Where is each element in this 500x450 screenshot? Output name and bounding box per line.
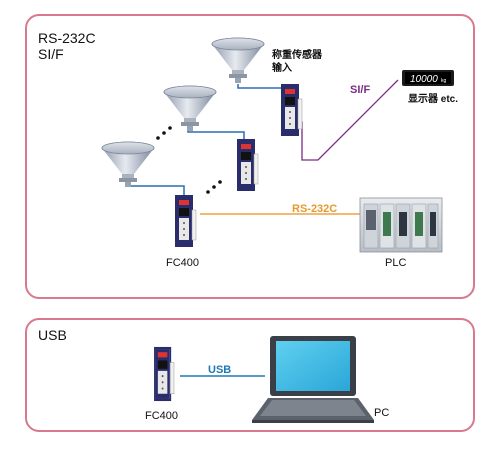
display-label: 显示器 etc. (408, 94, 459, 105)
ellipsis-dots-upper (156, 126, 172, 140)
panel-title-sif: SI/F (38, 46, 64, 62)
laptop-pc (252, 336, 374, 423)
load-cell-label-line2: 输入 (272, 63, 292, 74)
hopper-bottom (101, 141, 155, 188)
plc-rack (359, 197, 443, 253)
panel-title-usb: USB (38, 327, 67, 343)
load-cell-label-line1: 称重传感器 (272, 50, 322, 61)
fc400-module-usb (153, 346, 176, 402)
usb-link-label: USB (208, 364, 231, 376)
fc400-module-bottom (175, 195, 197, 247)
display-value: 10000 (410, 74, 438, 85)
usb-panel (25, 318, 475, 432)
pc-label: PC (374, 407, 390, 419)
hopper-cable-top (237, 84, 289, 96)
fc400-module-top (281, 84, 303, 136)
hopper-cable-middle (187, 128, 245, 142)
weight-display-device: 10000 kg (402, 70, 454, 86)
rs232c-link-label: RS-232C (292, 203, 337, 215)
hopper-middle (163, 85, 217, 132)
panel-title-rs232c: RS-232C (38, 30, 96, 46)
fc400-label-top: FC400 (166, 257, 200, 269)
display-unit: kg (441, 78, 447, 84)
fc400-module-middle (237, 139, 259, 191)
sif-link-label: SI/F (350, 84, 370, 96)
plc-label: PLC (385, 257, 407, 269)
sif-connection-line (299, 79, 399, 161)
ellipsis-dots-lower (206, 180, 222, 194)
fc400-label-bottom: FC400 (145, 410, 179, 422)
hopper-top (211, 37, 265, 84)
